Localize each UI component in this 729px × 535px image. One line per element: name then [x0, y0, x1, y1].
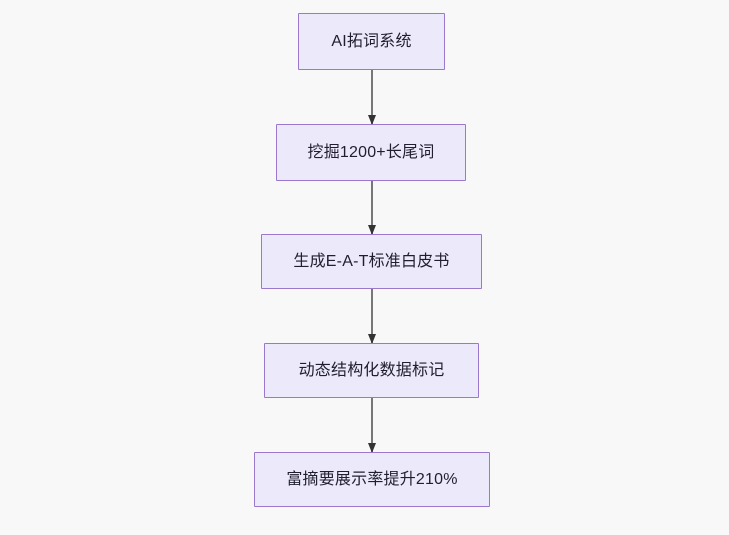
node-label: 挖掘1200+长尾词 [307, 143, 435, 161]
node-label: 生成E-A-T标准白皮书 [293, 252, 450, 270]
node-label: 富摘要展示率提升210% [286, 470, 458, 488]
node-label: 动态结构化数据标记 [298, 361, 445, 379]
flowchart-node-rich-snippet-impression-uplift[interactable]: 富摘要展示率提升210% [254, 452, 490, 507]
node-label: AI拓词系统 [331, 32, 412, 50]
flowchart-node-generate-eat-whitepaper[interactable]: 生成E-A-T标准白皮书 [261, 234, 482, 289]
flowchart-node-ai-keyword-system[interactable]: AI拓词系统 [298, 13, 445, 70]
flowchart-node-mine-longtail-keywords[interactable]: 挖掘1200+长尾词 [276, 124, 466, 181]
flowchart-node-dynamic-structured-data-markup[interactable]: 动态结构化数据标记 [264, 343, 479, 398]
